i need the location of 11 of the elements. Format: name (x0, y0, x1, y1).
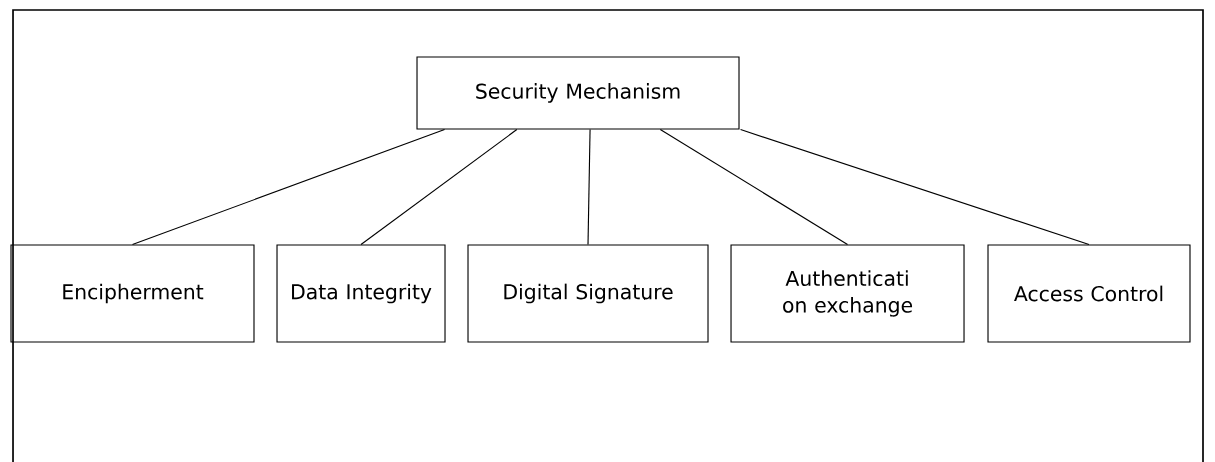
category-box: Digital Signature (467, 244, 709, 343)
connector-line (587, 129, 591, 245)
category-box: Encipherment (10, 244, 255, 343)
category-box: Data Integrity (276, 244, 446, 343)
connector-line (131, 129, 446, 245)
category-box: Access Control (987, 244, 1191, 343)
connector-line (360, 129, 518, 245)
category-box: Authenticati on exchange (730, 244, 965, 343)
connector-line (659, 129, 849, 245)
connector-line (740, 129, 1090, 245)
root-box: Security Mechanism (416, 56, 740, 130)
